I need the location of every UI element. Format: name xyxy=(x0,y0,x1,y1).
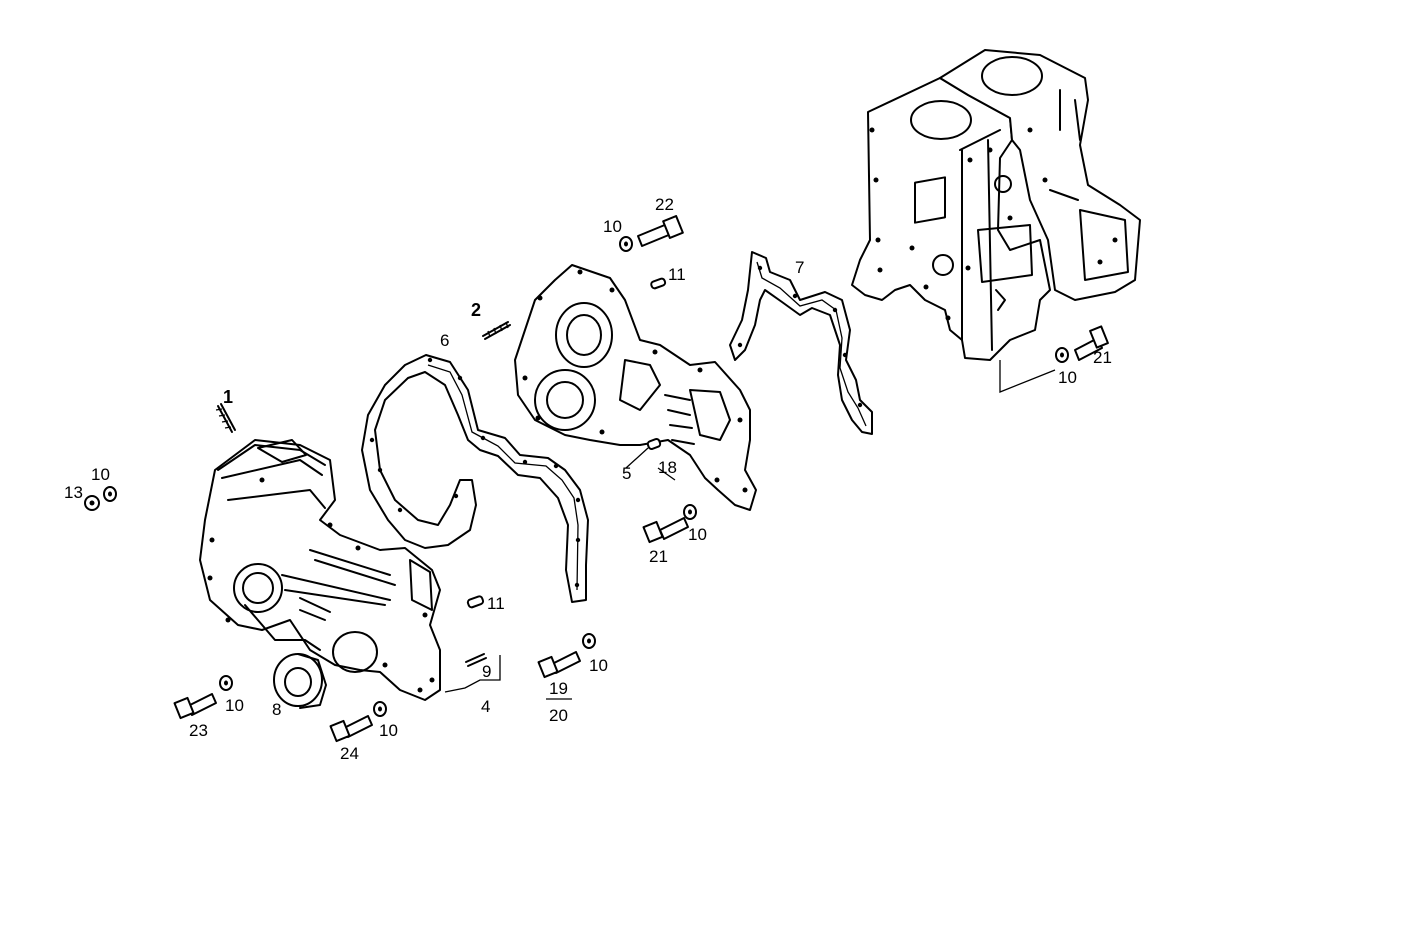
dowel-18 xyxy=(646,438,662,450)
label-22: 22 xyxy=(655,195,674,214)
label-23: 23 xyxy=(189,721,208,740)
label-10-lower-mid: 10 xyxy=(589,656,608,675)
label-10-bottom: 10 xyxy=(379,721,398,740)
label-10-right: 10 xyxy=(1058,368,1077,387)
dowel-11-upper xyxy=(650,277,667,290)
bolt-21-mid xyxy=(642,517,689,544)
label-2: 2 xyxy=(471,300,481,320)
label-10-far-left: 10 xyxy=(91,465,110,484)
label-20: 20 xyxy=(549,706,568,725)
label-4: 4 xyxy=(481,697,490,716)
label-5: 5 xyxy=(622,464,631,483)
gasket-7 xyxy=(729,251,873,435)
label-7: 7 xyxy=(795,258,804,277)
dowel-11-lower xyxy=(466,595,485,609)
label-10-top: 10 xyxy=(603,217,622,236)
washer-10-left xyxy=(219,675,233,691)
stud-9 xyxy=(465,653,487,667)
washer-10-right xyxy=(1055,347,1069,363)
stud-1 xyxy=(215,403,236,433)
stud-2 xyxy=(482,321,511,340)
bolt-23 xyxy=(173,693,217,720)
label-19: 19 xyxy=(549,679,568,698)
nut-13 xyxy=(84,495,100,511)
label-6: 6 xyxy=(440,331,449,350)
label-11-lower: 11 xyxy=(487,594,505,613)
label-24: 24 xyxy=(340,744,359,763)
oil-seal-8 xyxy=(273,653,327,709)
washer-10-lower-mid xyxy=(582,633,596,649)
label-1: 1 xyxy=(223,387,233,407)
label-21-mid: 21 xyxy=(649,547,668,566)
label-21-right: 21 xyxy=(1093,348,1112,367)
bolt-22 xyxy=(637,215,684,247)
bolt-19-20 xyxy=(537,651,581,679)
label-10-left: 10 xyxy=(225,696,244,715)
engine-block xyxy=(851,49,1141,393)
washer-10-far-left xyxy=(103,486,117,502)
washer-10-mid xyxy=(683,504,697,520)
gasket-6 xyxy=(361,354,589,603)
intermediate-plate-5 xyxy=(514,264,757,511)
label-9: 9 xyxy=(482,662,491,681)
label-8: 8 xyxy=(272,700,281,719)
bolt-24 xyxy=(329,715,373,743)
label-18: 18 xyxy=(658,458,677,477)
label-11-upper: 11 xyxy=(668,265,686,284)
bolt-21-right xyxy=(1074,325,1109,361)
washer-10-bottom xyxy=(373,701,387,717)
label-10-mid: 10 xyxy=(688,525,707,544)
washer-10-top xyxy=(619,236,633,252)
front-cover xyxy=(199,439,501,701)
label-13: 13 xyxy=(64,483,83,502)
